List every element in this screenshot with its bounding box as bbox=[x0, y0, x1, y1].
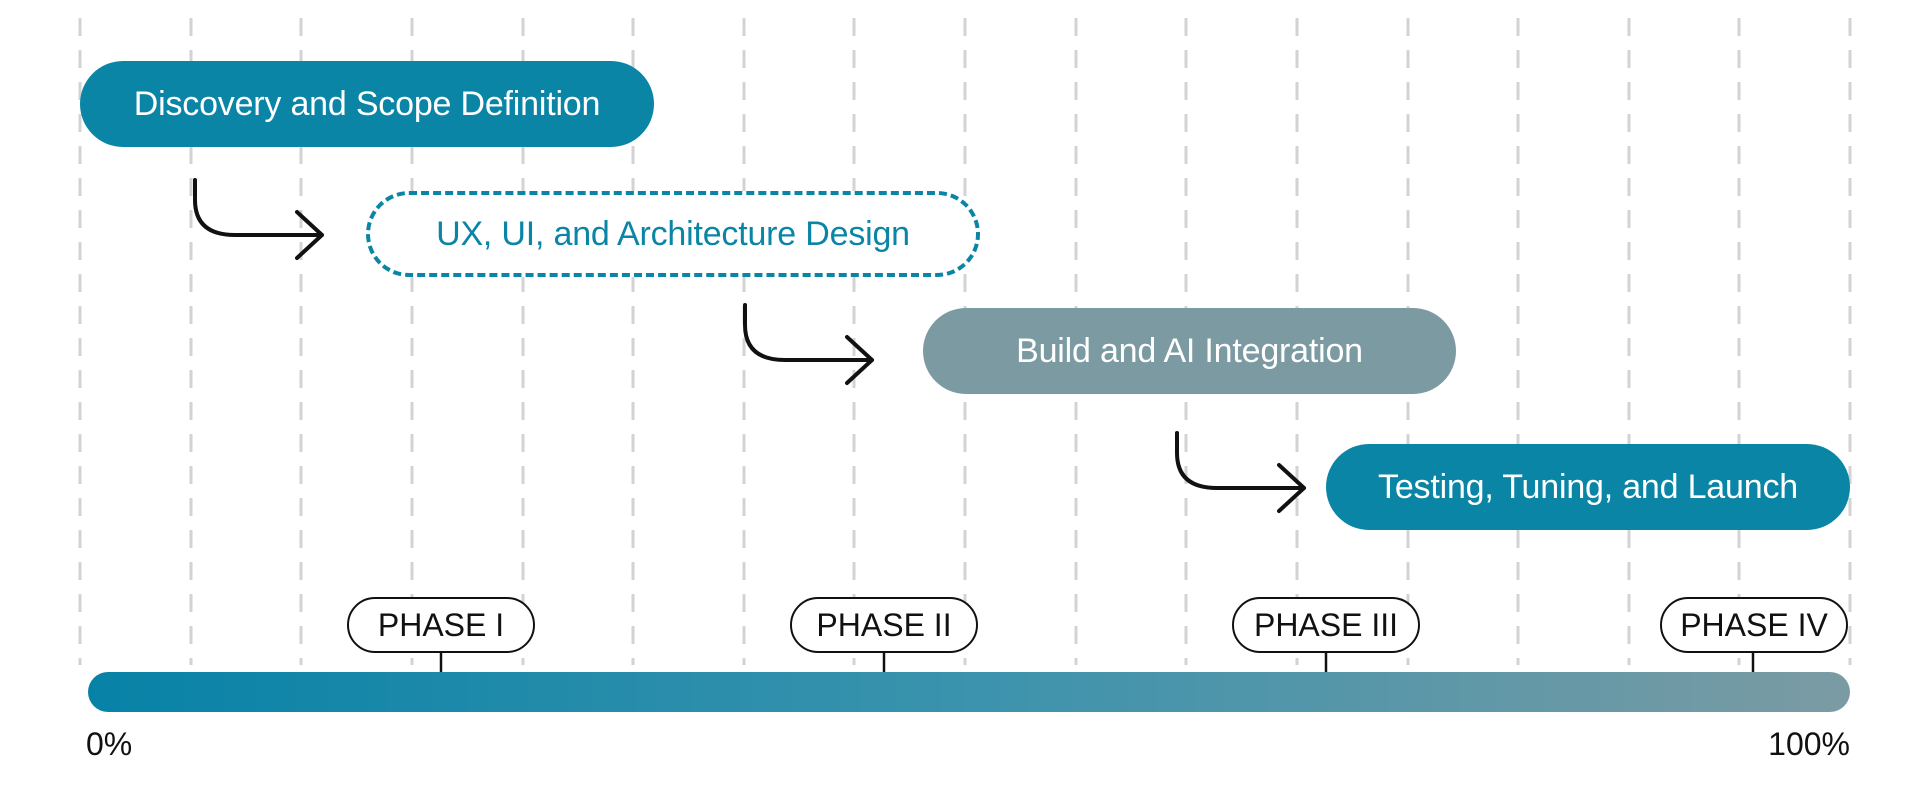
task-label: Discovery and Scope Definition bbox=[133, 84, 601, 123]
phase-tag-4: PHASE IV bbox=[1660, 597, 1848, 653]
task-label: UX, UI, and Architecture Design bbox=[436, 214, 910, 253]
phase-label: PHASE IV bbox=[1680, 606, 1828, 643]
task-design: UX, UI, and Architecture Design bbox=[366, 191, 980, 277]
phase-tag-1: PHASE I bbox=[347, 597, 535, 653]
arrow-icon bbox=[743, 303, 874, 385]
arrow-icon bbox=[1175, 431, 1306, 513]
arrow-icon bbox=[193, 178, 324, 260]
task-build: Build and AI Integration bbox=[923, 308, 1456, 394]
phase-tag-2: PHASE II bbox=[790, 597, 978, 653]
task-label: Testing, Tuning, and Launch bbox=[1378, 467, 1798, 506]
task-label: Build and AI Integration bbox=[1016, 331, 1363, 370]
phase-tag-3: PHASE III bbox=[1232, 597, 1420, 653]
task-discovery: Discovery and Scope Definition bbox=[80, 61, 654, 147]
progress-end-label: 100% bbox=[1768, 726, 1850, 762]
phase-label: PHASE III bbox=[1253, 606, 1399, 643]
task-testing: Testing, Tuning, and Launch bbox=[1326, 444, 1850, 530]
phase-label: PHASE II bbox=[816, 606, 952, 643]
progress-start-label: 0% bbox=[86, 726, 133, 762]
phase-label: PHASE I bbox=[377, 606, 505, 643]
progress-bar bbox=[88, 672, 1850, 712]
